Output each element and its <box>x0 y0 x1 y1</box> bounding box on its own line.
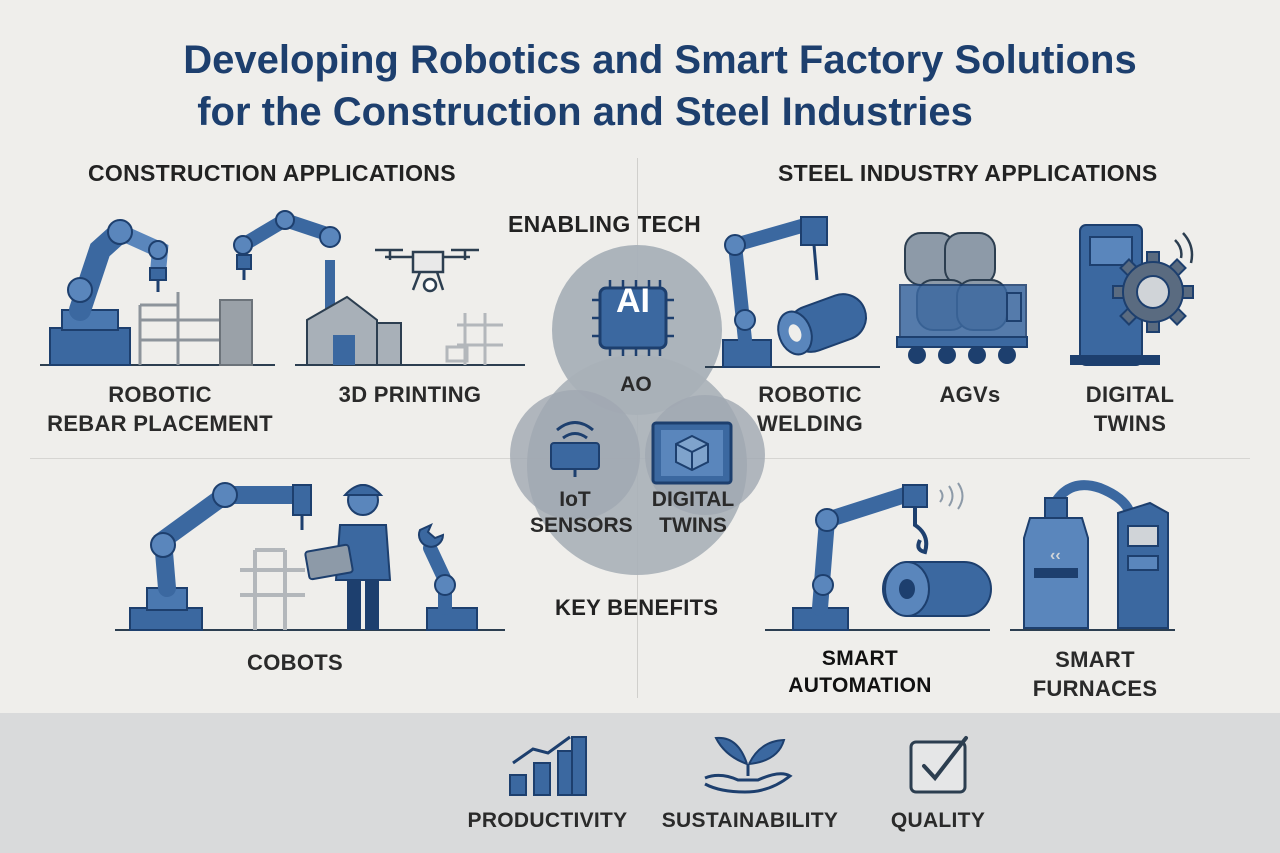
welding-robot-icon <box>705 216 880 368</box>
agvs-label: AGVs <box>939 382 1001 407</box>
ai-chip-icon <box>592 280 674 356</box>
bar-chart-icon <box>509 735 587 796</box>
agv-cart-icon <box>896 232 1028 364</box>
iot-line1: IoT <box>559 488 591 511</box>
scaffold-gray-icon <box>240 548 305 630</box>
iot-sensor-icon <box>550 421 600 477</box>
enabling-tech-heading: ENABLING TECH <box>508 211 702 237</box>
page-title: Developing Robotics and Smart Factory So… <box>183 38 1137 82</box>
gear-machine-icon <box>1070 224 1194 366</box>
cube-monitor-icon <box>651 421 733 485</box>
steel-heading: STEEL INDUSTRY APPLICATIONS <box>778 160 1158 186</box>
smart-automation-icon <box>765 482 992 631</box>
welding-line2: WELDING <box>757 411 863 436</box>
furnace-icon: ‹‹ <box>1010 480 1175 631</box>
wrench-icon <box>418 523 478 631</box>
productivity-label: PRODUCTIVITY <box>467 809 628 832</box>
welding-label: ROBOTIC WELDING <box>720 380 900 438</box>
rebar-placement-label: ROBOTIC REBAR PLACEMENT <box>40 380 280 438</box>
automation-line1: SMART <box>821 647 899 670</box>
plant-hand-icon <box>704 736 793 794</box>
steel-roll-icon <box>882 561 992 617</box>
construction-heading: CONSTRUCTION APPLICATIONS <box>88 160 456 186</box>
rebar-label-line1: ROBOTIC <box>108 382 212 407</box>
scaffold-gray-icon <box>445 313 503 365</box>
cobots-label: COBOTS <box>247 650 343 675</box>
smart-automation-label: SMART AUTOMATION <box>770 645 950 699</box>
digital-twins-label: DIGITAL TWINS <box>1060 380 1200 438</box>
ai-label: AO <box>620 373 652 396</box>
benefits-footer <box>0 713 1280 853</box>
welding-line1: ROBOTIC <box>758 382 862 407</box>
enabling-tech-bubbles <box>510 245 765 575</box>
twins-line2: TWINS <box>1093 411 1167 436</box>
worker-tablet-icon <box>304 484 392 630</box>
rebar-label-line2: REBAR PLACEMENT <box>47 411 273 436</box>
printing-robot-icon <box>233 210 525 366</box>
key-benefits-heading: KEY BENEFITS <box>555 595 719 620</box>
svg-text:‹‹: ‹‹ <box>1050 547 1061 564</box>
ai-chip-text: AI <box>616 282 650 320</box>
iot-line2: SENSORS <box>530 514 633 537</box>
sustainability-label: SUSTAINABILITY <box>661 809 839 832</box>
3d-printing-label: 3D PRINTING <box>338 382 482 407</box>
automation-line2: AUTOMATION <box>788 674 932 697</box>
factory-icon <box>306 295 402 366</box>
smart-furnaces-label: SMART FURNACES <box>1020 645 1170 703</box>
steel-roll-icon <box>777 293 867 356</box>
furnaces-line1: SMART <box>1055 647 1135 672</box>
enabling-twins-line1: DIGITAL <box>651 488 735 511</box>
scaffold-icon <box>138 292 225 365</box>
cobots-scene-icon <box>115 482 505 631</box>
robot-arm-icon <box>40 219 275 366</box>
iot-sensors-label: IoT SENSORS <box>530 487 633 539</box>
enabling-twins-line2: TWINS <box>659 514 727 537</box>
twins-line1: DIGITAL <box>1085 382 1175 407</box>
enabling-twins-label: DIGITAL TWINS <box>640 487 746 539</box>
furnaces-line2: FURNACES <box>1032 676 1158 701</box>
drone-icon <box>375 248 479 293</box>
quality-label: QUALITY <box>890 809 986 832</box>
checkbox-icon <box>909 736 968 794</box>
page-subtitle: for the Construction and Steel Industrie… <box>197 90 973 134</box>
